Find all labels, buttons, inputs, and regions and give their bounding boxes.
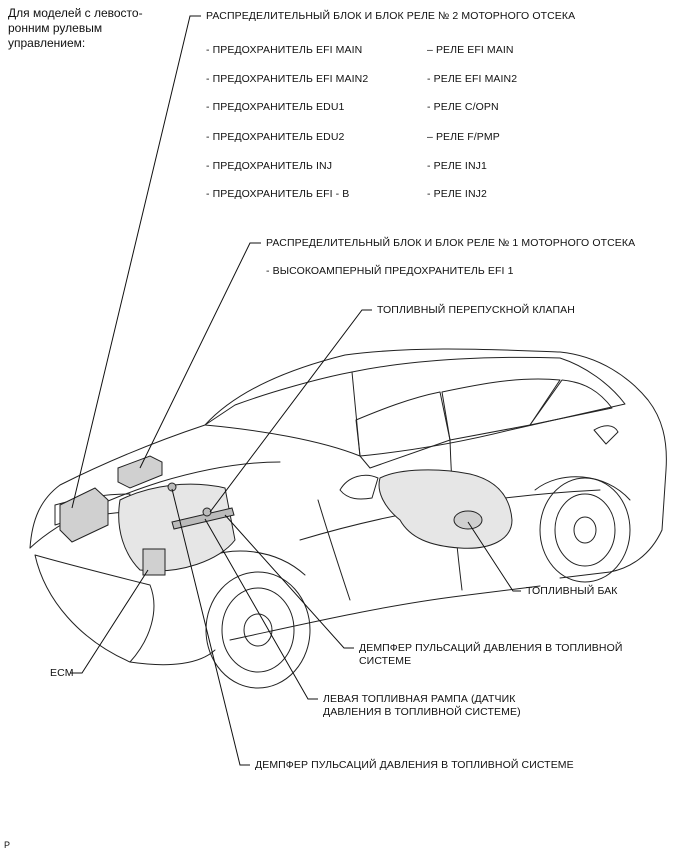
block2-relay: - РЕЛЕ C/OPN <box>427 101 499 113</box>
block1-title: РАСПРЕДЕЛИТЕЛЬНЫЙ БЛОК И БЛОК РЕЛЕ № 1 М… <box>266 237 636 249</box>
figure-code: P <box>4 840 11 850</box>
block2-relay: - РЕЛЕ INJ2 <box>427 188 487 200</box>
fuel-rail <box>171 507 235 530</box>
car-mirror <box>339 474 379 500</box>
lhd-note: Для моделей с левосто- ронним рулевым уп… <box>8 6 143 50</box>
rear-wheel <box>539 477 631 583</box>
car-roof <box>351 356 626 457</box>
car-tail-light <box>593 425 619 445</box>
block2-relay: – РЕЛЕ EFI MAIN <box>427 44 514 56</box>
car-grille <box>34 554 155 663</box>
block2-fuse: - ПРЕДОХРАНИТЕЛЬ INJ <box>206 160 333 172</box>
block2-fuse: - ПРЕДОХРАНИТЕЛЬ EFI MAIN <box>206 44 363 56</box>
block2-fuse: - ПРЕДОХРАНИТЕЛЬ EFI - B <box>206 188 350 200</box>
front-wheel <box>205 571 311 689</box>
block2-relay: - РЕЛЕ INJ1 <box>427 160 487 172</box>
block1-item: - ВЫСОКОАМПЕРНЫЙ ПРЕДОХРАНИТЕЛЬ EFI 1 <box>266 265 514 277</box>
block2-fuse: - ПРЕДОХРАНИТЕЛЬ EFI MAIN2 <box>206 73 369 85</box>
block2-fuse: - ПРЕДОХРАНИТЕЛЬ EDU1 <box>206 101 345 113</box>
ecm-label: ECM <box>50 667 74 679</box>
relay-block-2 <box>59 487 109 543</box>
car-front-window <box>355 391 451 469</box>
damper-label-1: ДЕМПФЕР ПУЛЬСАЦИЙ ДАВЛЕНИЯ В ТОПЛИВНОЙ С… <box>359 642 623 667</box>
fuel-tank <box>378 469 513 549</box>
fuel-tank-label: ТОПЛИВНЫЙ БАК <box>526 585 618 597</box>
bypass-valve-label: ТОПЛИВНЫЙ ПЕРЕПУСКНОЙ КЛАПАН <box>377 304 575 316</box>
relay-block-1 <box>117 455 163 489</box>
block2-fuse: - ПРЕДОХРАНИТЕЛЬ EDU2 <box>206 131 345 143</box>
block2-title: РАСПРЕДЕЛИТЕЛЬНЫЙ БЛОК И БЛОК РЕЛЕ № 2 М… <box>206 10 576 22</box>
car-quarter-window <box>529 379 613 426</box>
ecm-box <box>142 548 166 576</box>
car-body-outline <box>29 348 667 579</box>
left-fuel-rail-label: ЛЕВАЯ ТОПЛИВНАЯ РАМПА (ДАТЧИК ДАВЛЕНИЯ В… <box>323 693 521 718</box>
damper-label-2: ДЕМПФЕР ПУЛЬСАЦИЙ ДАВЛЕНИЯ В ТОПЛИВНОЙ С… <box>255 759 574 771</box>
block2-relay: - РЕЛЕ EFI MAIN2 <box>427 73 518 85</box>
block2-relay: – РЕЛЕ F/PMP <box>427 131 500 143</box>
car-windshield <box>204 371 361 457</box>
car-rear-window <box>441 378 561 441</box>
